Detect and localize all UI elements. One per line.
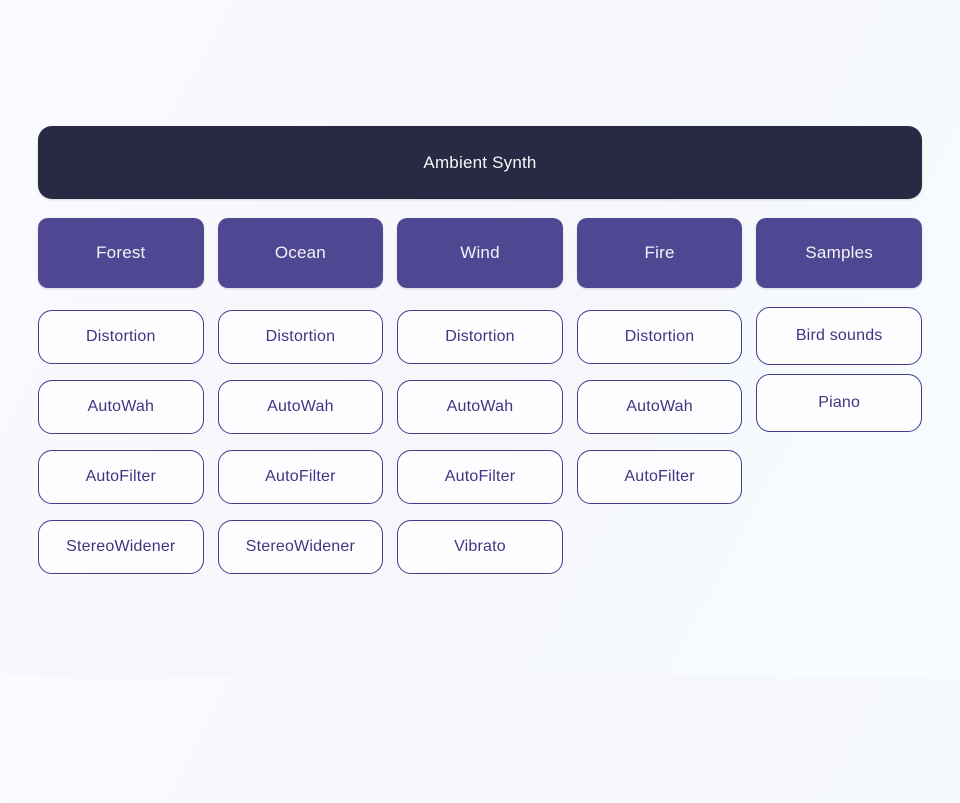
effect-label-bird-sounds: Bird sounds (795, 327, 883, 344)
effect-node-distortion[interactable]: Distortion (397, 310, 563, 364)
effect-label-autowah: AutoWah (446, 398, 514, 415)
effect-node-stereowidener[interactable]: StereoWidener (38, 520, 204, 574)
effect-label-autowah: AutoWah (626, 398, 693, 415)
effect-node-autofilter[interactable]: AutoFilter (576, 450, 743, 504)
effect-node-stereowidener[interactable]: StereoWidener (217, 520, 384, 574)
category-label-wind: Wind (460, 243, 500, 262)
effect-label-distortion: Distortion (86, 328, 156, 345)
effect-node-bird-sounds[interactable]: Bird sounds (756, 307, 922, 365)
effect-node-distortion[interactable]: Distortion (217, 310, 384, 364)
effect-label-autofilter: AutoFilter (444, 468, 516, 485)
synth-title-node[interactable]: Ambient Synth (38, 126, 922, 199)
effect-node-autofilter[interactable]: AutoFilter (397, 450, 563, 504)
effect-node-autowah[interactable]: AutoWah (217, 380, 384, 434)
category-label-ocean: Ocean (274, 243, 326, 262)
category-node-fire[interactable]: Fire (576, 218, 743, 288)
effect-node-autofilter[interactable]: AutoFilter (217, 450, 384, 504)
effect-label-distortion: Distortion (265, 328, 336, 345)
effect-label-autofilter: AutoFilter (85, 468, 157, 485)
category-node-wind[interactable]: Wind (397, 218, 563, 288)
category-label-forest: Forest (96, 243, 146, 262)
effect-node-autowah[interactable]: AutoWah (38, 380, 204, 434)
effect-node-distortion[interactable]: Distortion (576, 310, 743, 364)
effect-node-piano[interactable]: Piano (756, 374, 922, 432)
effect-label-piano: Piano (818, 394, 861, 411)
effect-node-autowah[interactable]: AutoWah (576, 380, 743, 434)
category-node-samples[interactable]: Samples (756, 218, 922, 288)
effect-label-vibrato: Vibrato (454, 538, 506, 555)
effect-node-vibrato[interactable]: Vibrato (397, 520, 563, 574)
category-label-samples: Samples (805, 243, 873, 262)
category-node-forest[interactable]: Forest (38, 218, 204, 288)
category-label-fire: Fire (644, 243, 675, 262)
effect-label-autowah: AutoWah (267, 398, 334, 415)
effect-label-stereowidener: StereoWidener (66, 538, 176, 555)
effect-label-autofilter: AutoFilter (265, 468, 336, 485)
effect-node-autowah[interactable]: AutoWah (397, 380, 563, 434)
effect-label-distortion: Distortion (624, 328, 695, 345)
category-node-ocean[interactable]: Ocean (217, 218, 384, 288)
effect-node-autofilter[interactable]: AutoFilter (38, 450, 204, 504)
effect-label-distortion: Distortion (445, 328, 515, 345)
effect-label-stereowidener: StereoWidener (245, 538, 356, 555)
synth-title-label: Ambient Synth (423, 152, 537, 172)
effect-label-autowah: AutoWah (87, 398, 155, 415)
effect-label-autofilter: AutoFilter (624, 468, 695, 485)
effect-node-distortion[interactable]: Distortion (38, 310, 204, 364)
